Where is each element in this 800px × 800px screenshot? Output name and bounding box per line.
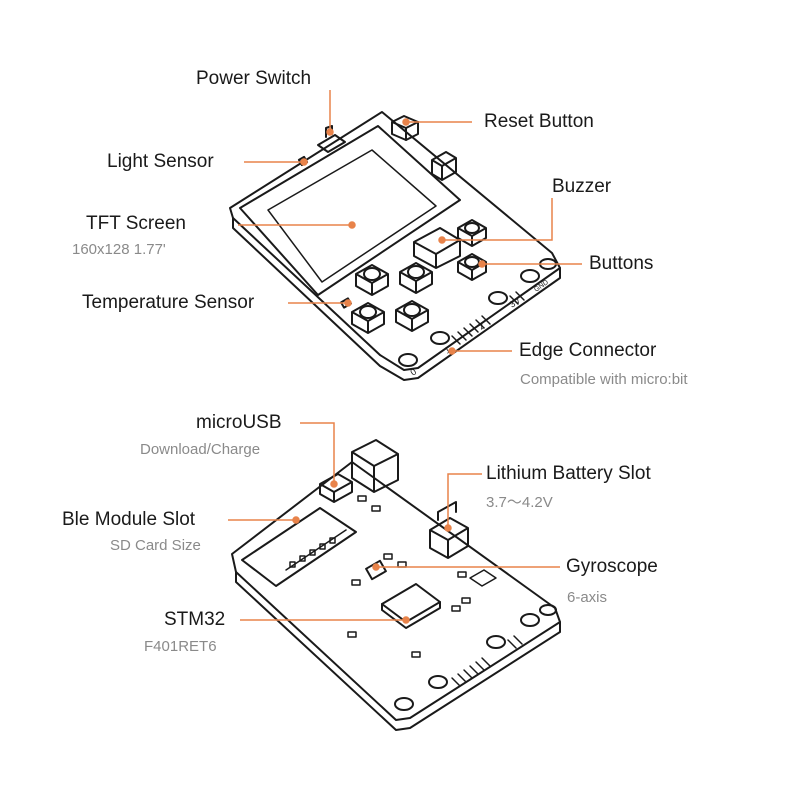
buzzer <box>413 227 461 269</box>
silk-pin0: 0 <box>408 367 418 378</box>
stm32-chip <box>381 583 441 629</box>
label-reset-button: Reset Button <box>484 111 594 132</box>
sublabel-lithium-battery-slot: 3.7～4.2V <box>486 494 553 511</box>
label-tft-screen: TFT Screen <box>86 213 186 234</box>
silk-pin1: 1 <box>442 345 452 356</box>
edge-pad-2 <box>488 291 508 305</box>
label-ble-module-slot: Ble Module Slot <box>62 509 196 530</box>
edge-pad-3v <box>520 269 540 283</box>
sublabel-ble-module-slot: SD Card Size <box>110 537 201 554</box>
side-connector <box>431 151 457 181</box>
tft-screen <box>239 125 461 296</box>
button-c <box>355 264 389 296</box>
button-d <box>399 262 433 294</box>
smd-components <box>347 495 497 658</box>
lithium-battery-slot <box>429 501 469 559</box>
audio-jack <box>351 439 399 493</box>
silk-pin2: 2 <box>476 321 486 332</box>
label-temperature-sensor: Temperature Sensor <box>82 292 255 313</box>
silkscreen-text: 0 1 2 3V GND <box>408 279 549 378</box>
microusb-port <box>319 473 353 503</box>
label-lithium-battery-slot: Lithium Battery Slot <box>486 463 651 484</box>
sublabel-stm32: F401RET6 <box>144 638 217 655</box>
edge-fingers <box>451 291 525 345</box>
label-buzzer: Buzzer <box>552 176 612 197</box>
top-board-outline <box>229 111 561 371</box>
edge-pad-0 <box>398 353 418 367</box>
button-e <box>351 302 385 334</box>
label-stm32: STM32 <box>164 609 226 630</box>
label-power-switch: Power Switch <box>196 68 312 89</box>
label-buttons: Buttons <box>589 253 654 274</box>
ble-module-slot <box>241 507 357 587</box>
reset-button <box>391 115 419 141</box>
sublabel-tft-screen: 160x128 1.77' <box>72 241 166 258</box>
sublabel-gyroscope: 6-axis <box>567 589 608 606</box>
label-light-sensor: Light Sensor <box>107 151 214 172</box>
button-a <box>457 219 487 247</box>
top-board <box>229 111 561 381</box>
label-edge-connector: Edge Connector <box>519 340 657 361</box>
edge-pad-1 <box>430 331 450 345</box>
bottom-board <box>231 439 561 731</box>
label-gyroscope: Gyroscope <box>566 556 658 577</box>
button-f <box>395 300 429 332</box>
leader-lines <box>228 90 582 624</box>
sublabel-microusb: Download/Charge <box>140 441 261 458</box>
bottom-edge-connector <box>394 604 557 711</box>
label-microusb: microUSB <box>196 412 282 433</box>
buttons-group <box>351 219 487 334</box>
sublabel-edge-connector: Compatible with micro:bit <box>520 371 688 388</box>
